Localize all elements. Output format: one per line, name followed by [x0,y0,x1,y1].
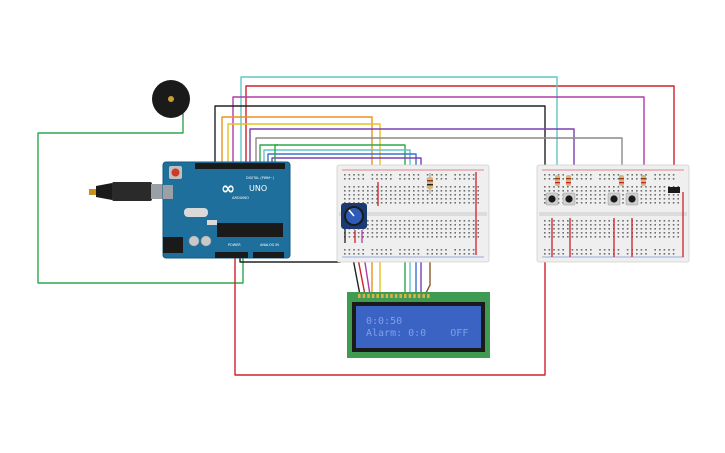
wire-cyan[interactable] [240,76,558,176]
digital-header [195,163,285,169]
pushbutton-icon [548,195,556,203]
lcd-screen [356,306,481,348]
atmega-chip [217,223,283,237]
breadboard-left-holes [344,174,479,255]
usb-cable-icon [89,182,165,201]
wire-black[interactable] [214,105,546,176]
resistor-icon [641,175,646,186]
lcd-line-2: Alarm: 0:0 OFF [366,328,468,339]
slide-switch[interactable] [668,187,680,193]
wire-gray[interactable] [255,137,623,176]
pushbutton-icon [628,195,636,203]
lcd-pins [358,294,430,298]
pushbutton-4[interactable] [625,192,639,206]
digital-label: DIGITAL (PWM~) [246,176,275,180]
reset-button[interactable] [171,168,180,177]
wire-green-power[interactable] [274,144,278,167]
pushbutton-2[interactable] [562,192,576,206]
buzzer[interactable] [152,80,190,118]
wire-red-top[interactable] [245,85,675,190]
resistor-icon [619,175,624,186]
resistor-right-1[interactable] [555,175,560,186]
pushbutton-1[interactable] [545,192,559,206]
resistor-right-3[interactable] [619,175,624,186]
resistor-icon [566,175,571,186]
wire-red-bottom[interactable] [234,253,546,376]
analog-label: ANALOG IN [260,243,279,247]
pushbutton-icon [610,195,618,203]
arduino-board[interactable]: DIGITAL (PWM~) ∞ UNO ARDUINO POWER ANALO… [162,161,291,259]
resistor-right-2[interactable] [566,175,571,186]
board-model: UNO [249,184,267,193]
wire-purple[interactable] [249,128,575,176]
breadboard-jumpers [344,172,684,257]
wire-green-buzzer[interactable] [37,117,244,284]
resistor-icon [555,175,560,186]
breadboard-left[interactable] [336,164,490,263]
resistor-right-4[interactable] [641,175,646,186]
pushbutton-icon [565,195,573,203]
potentiometer-icon[interactable] [341,203,367,229]
power-label: POWER [228,243,241,247]
lcd-line-1: 0:0:50 [366,316,402,327]
pushbutton-3[interactable] [607,192,621,206]
resistor-icon [427,177,433,189]
lcd-display[interactable]: 0:0:50 Alarm: 0:0 OFF [347,292,490,358]
wire-magenta[interactable] [232,96,645,176]
board-brand: ARDUINO [232,196,249,200]
analog-header [253,252,284,258]
power-jack [163,237,183,253]
resistor-left[interactable] [427,173,433,194]
power-header [215,252,248,258]
arduino-logo: ∞ [221,179,235,199]
